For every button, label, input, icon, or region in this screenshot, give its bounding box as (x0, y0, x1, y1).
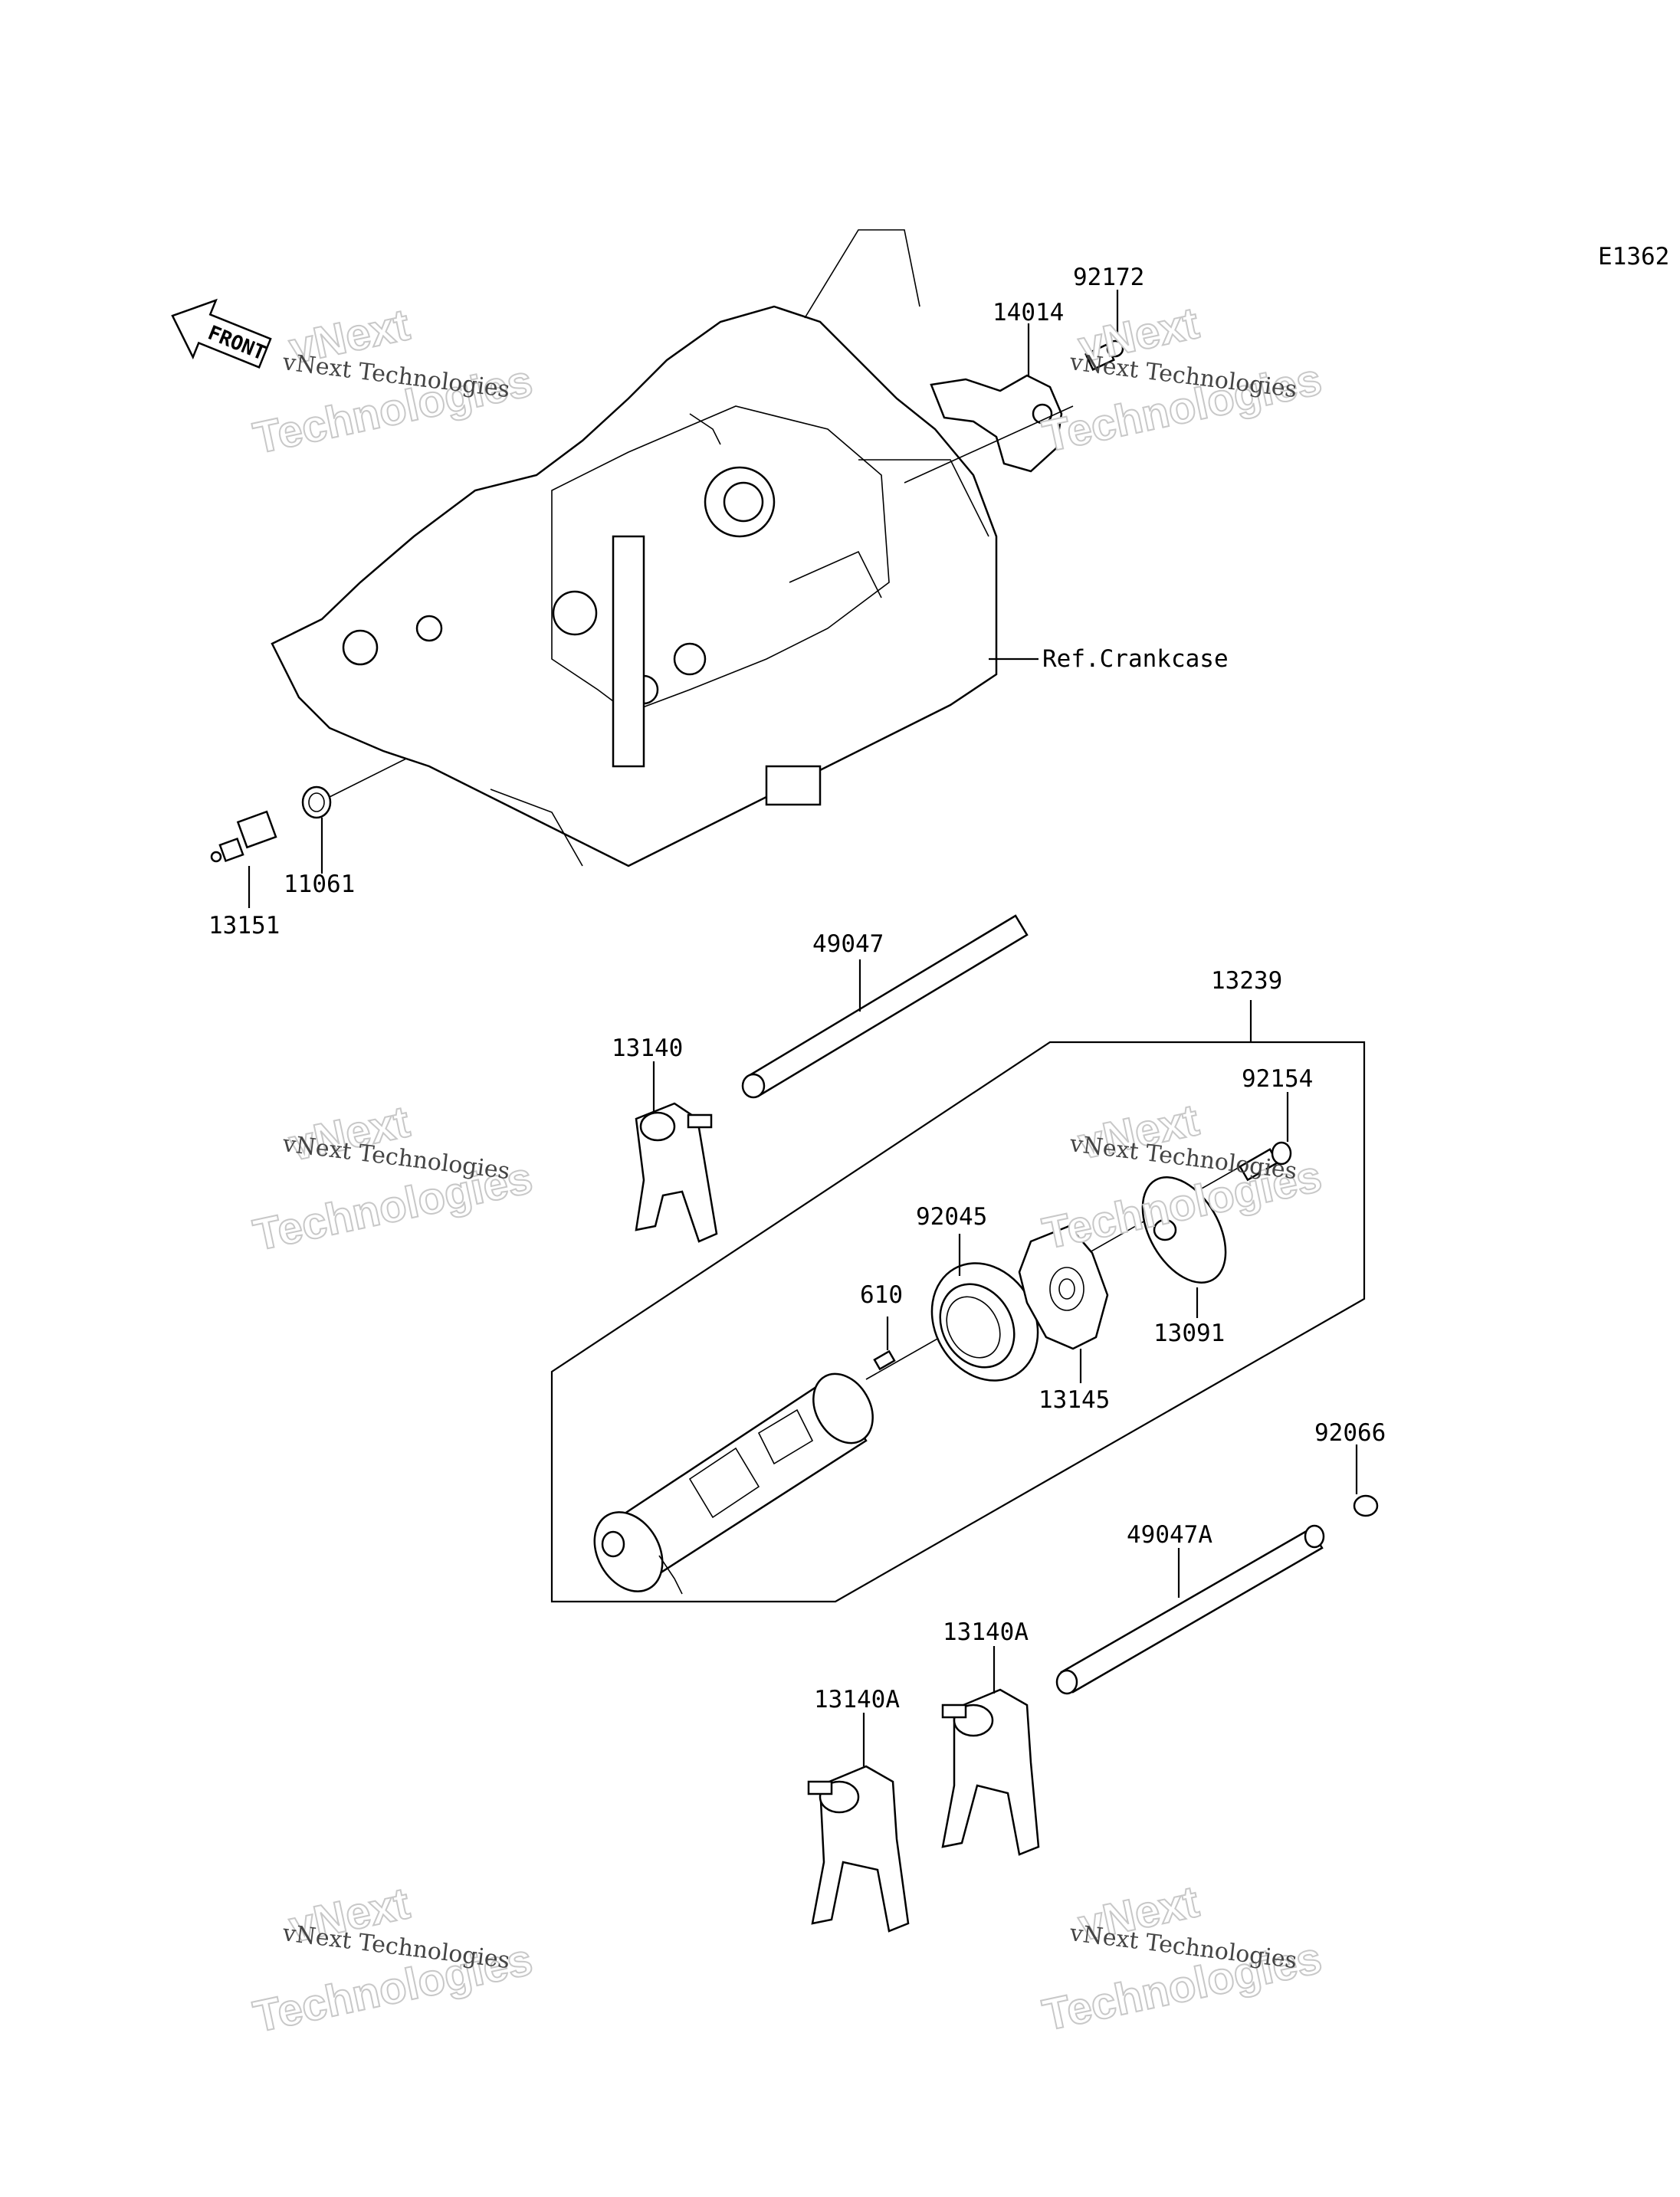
callout-13140A-lower: 13140A (814, 1686, 900, 1713)
callout-13239: 13239 (1211, 967, 1282, 995)
part-14014-plate (930, 374, 1063, 473)
diagram-code: E1362 (1598, 243, 1669, 271)
part-13151-neutral-switch (210, 810, 277, 863)
callout-14014: 14014 (993, 299, 1064, 326)
callout-92066: 92066 (1314, 1419, 1386, 1447)
callout-13091: 13091 (1153, 1320, 1225, 1347)
callout-92172: 92172 (1073, 264, 1144, 291)
part-13091-plate (1141, 1176, 1227, 1284)
crankcase-illustration (271, 229, 998, 867)
part-92154-bolt (1239, 1141, 1292, 1182)
part-11061-gasket (301, 785, 332, 819)
callout-11061: 11061 (284, 871, 355, 898)
callout-49047: 49047 (812, 930, 884, 958)
part-92066-cap (1353, 1494, 1379, 1517)
ref-crankcase-label: Ref.Crankcase (1042, 645, 1229, 673)
svg-text:vNext: vNext (285, 300, 414, 373)
callout-13145: 13145 (1039, 1386, 1110, 1414)
part-610-pin (873, 1349, 896, 1371)
callout-92154: 92154 (1242, 1065, 1313, 1093)
callout-13140: 13140 (612, 1035, 683, 1062)
part-13145-drum-cam (1018, 1225, 1109, 1350)
part-13140A-upper-shift-fork (941, 1688, 1040, 1856)
assembly-line-14014 (904, 405, 1074, 484)
part-13140-shift-fork (635, 1102, 718, 1243)
callout-92045: 92045 (916, 1203, 987, 1231)
part-49047A-shaft (1055, 1524, 1325, 1695)
callout-610: 610 (860, 1281, 903, 1309)
part-92172-screw (1084, 339, 1124, 371)
part-92045-bearing (930, 1262, 1039, 1382)
part-13140A-lower-shift-fork (807, 1765, 910, 1933)
part-49047-shaft (741, 914, 1029, 1099)
callout-49047A: 49047A (1127, 1521, 1212, 1549)
assembly-13239-frame (550, 1041, 1366, 1603)
callout-13140A-upper: 13140A (943, 1618, 1029, 1646)
part-shift-drum (593, 1372, 874, 1595)
callout-13151: 13151 (208, 912, 280, 939)
front-arrow-icon: FRONT (171, 298, 272, 369)
assembly-line-11061 (329, 758, 407, 798)
